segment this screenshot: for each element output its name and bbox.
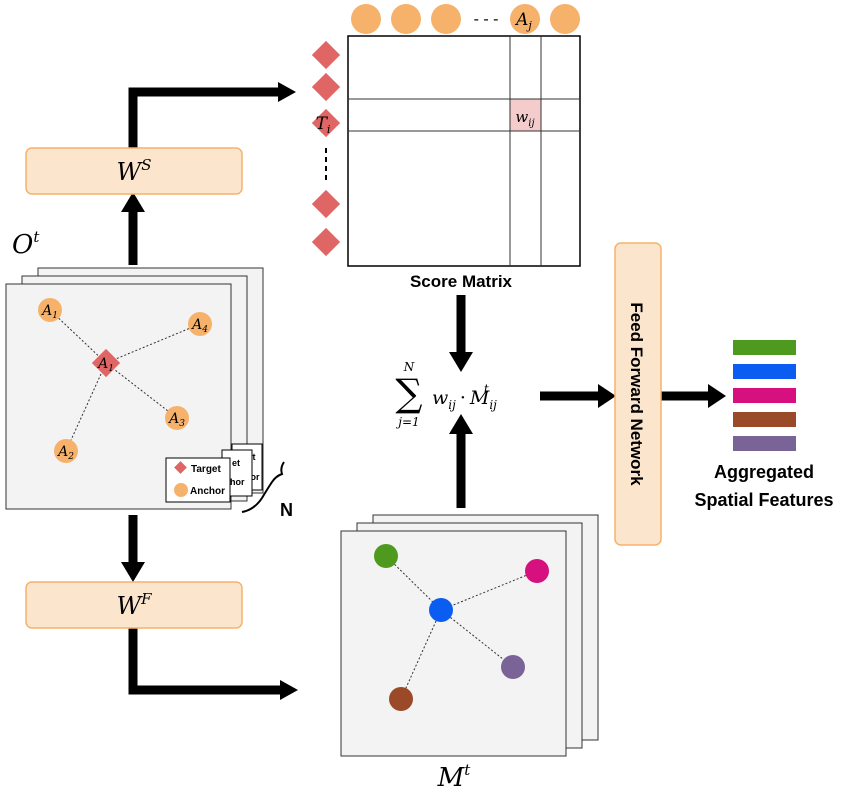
wf-superscript: F xyxy=(140,590,152,608)
observation-edges xyxy=(49,309,201,452)
anchor-node: A4 xyxy=(188,312,212,336)
map-edges xyxy=(385,555,538,700)
anchor-circle xyxy=(391,4,421,34)
arrow-ws-to-matrix xyxy=(128,87,280,150)
map-node xyxy=(374,544,398,568)
feature-bar xyxy=(733,388,796,403)
matrix-anchor-row xyxy=(351,4,580,34)
aggregation-formula: N ∑ j=1 wij·Mijt xyxy=(395,360,497,429)
target-diamond xyxy=(311,40,341,70)
aj-label: Aj xyxy=(514,10,532,32)
observation-nodes: A1 A4 A3 A2 A1 xyxy=(38,298,212,463)
observation-stack: get chor et hor A1 A4 A3 xyxy=(5,267,293,520)
arrowhead-up-icon xyxy=(449,414,473,434)
arrowhead-right-icon xyxy=(598,384,616,408)
ffn-box: Feed Forward Network xyxy=(614,242,662,546)
anchor-node: A3 xyxy=(165,406,189,430)
target-diamond xyxy=(311,72,341,102)
legend: Target Anchor xyxy=(165,457,231,503)
feature-bar xyxy=(733,436,796,451)
svg-text:WF: WF xyxy=(116,590,152,620)
anchor-circle xyxy=(431,4,461,34)
score-matrix: wij - - - Aj Ti Score Matrix xyxy=(311,4,581,291)
target-diamond xyxy=(311,227,341,257)
feature-bar xyxy=(733,412,796,427)
feature-bar xyxy=(733,340,796,355)
aggregated-title-line1: Aggregated xyxy=(714,462,814,482)
ffn-label: Feed Forward Network xyxy=(627,302,646,486)
svg-text:WS: WS xyxy=(117,156,152,186)
arrow-wf-to-mt xyxy=(128,628,282,695)
svg-text:hor: hor xyxy=(230,477,245,487)
svg-text:A2: A2 xyxy=(56,444,74,462)
map-stack: Mt xyxy=(340,514,599,792)
anchor-circle xyxy=(550,4,580,34)
back-legend: get chor et hor xyxy=(221,443,263,497)
arrowheads xyxy=(121,82,726,700)
target-node: A1 xyxy=(91,348,121,378)
legend-target-label: Target xyxy=(191,464,221,475)
map-node xyxy=(429,598,453,622)
target-diamond xyxy=(311,189,341,219)
connectors xyxy=(128,87,710,695)
svg-text:A1: A1 xyxy=(96,356,114,374)
n-brace-icon xyxy=(241,461,285,513)
aggregated-title-line2: Spatial Features xyxy=(694,490,833,510)
ws-box: WS xyxy=(25,147,243,195)
map-node xyxy=(389,687,413,711)
arrowhead-up-icon xyxy=(121,192,145,212)
anchor-node: A2 xyxy=(54,439,78,463)
wij-cell xyxy=(510,99,541,131)
arrowhead-down-icon xyxy=(449,352,473,372)
map-label: Mt xyxy=(437,761,472,792)
anchor-circle xyxy=(351,4,381,34)
svg-text:et: et xyxy=(232,458,240,468)
legend-anchor-label: Anchor xyxy=(190,486,225,497)
sum-lower: j=1 xyxy=(395,415,419,429)
observation-label: Ot xyxy=(12,228,40,260)
sum-upper: N xyxy=(403,360,415,374)
wf-box: WF xyxy=(25,581,243,629)
ws-label: W xyxy=(117,158,144,186)
anchor-circle xyxy=(510,4,540,34)
wij-label: wij xyxy=(515,108,534,129)
formula-body: wij·Mijt xyxy=(432,382,497,412)
feature-bar xyxy=(733,364,796,379)
map-node xyxy=(501,655,525,679)
svg-text:A3: A3 xyxy=(167,411,185,429)
score-matrix-title: Score Matrix xyxy=(410,272,513,291)
sum-symbol: ∑ xyxy=(395,371,422,415)
anchor-ellipsis: - - - xyxy=(474,11,499,28)
arrowhead-right-icon xyxy=(708,384,726,408)
arrowhead-right-icon xyxy=(280,680,298,700)
target-legend-icon xyxy=(174,461,187,474)
map-node xyxy=(525,559,549,583)
anchor-node: A1 xyxy=(38,298,62,322)
wf-label: W xyxy=(116,592,143,620)
map-nodes xyxy=(374,544,549,711)
svg-text:A4: A4 xyxy=(190,317,208,335)
n-label: N xyxy=(280,500,293,520)
ti-label: Ti xyxy=(316,114,331,136)
svg-text:A1: A1 xyxy=(40,303,58,321)
arrowhead-right-icon xyxy=(278,82,296,102)
anchor-legend-icon xyxy=(174,483,188,497)
ws-superscript: S xyxy=(141,156,151,174)
arrowhead-down-icon xyxy=(121,562,145,582)
aggregated-features: Aggregated Spatial Features xyxy=(694,340,834,510)
